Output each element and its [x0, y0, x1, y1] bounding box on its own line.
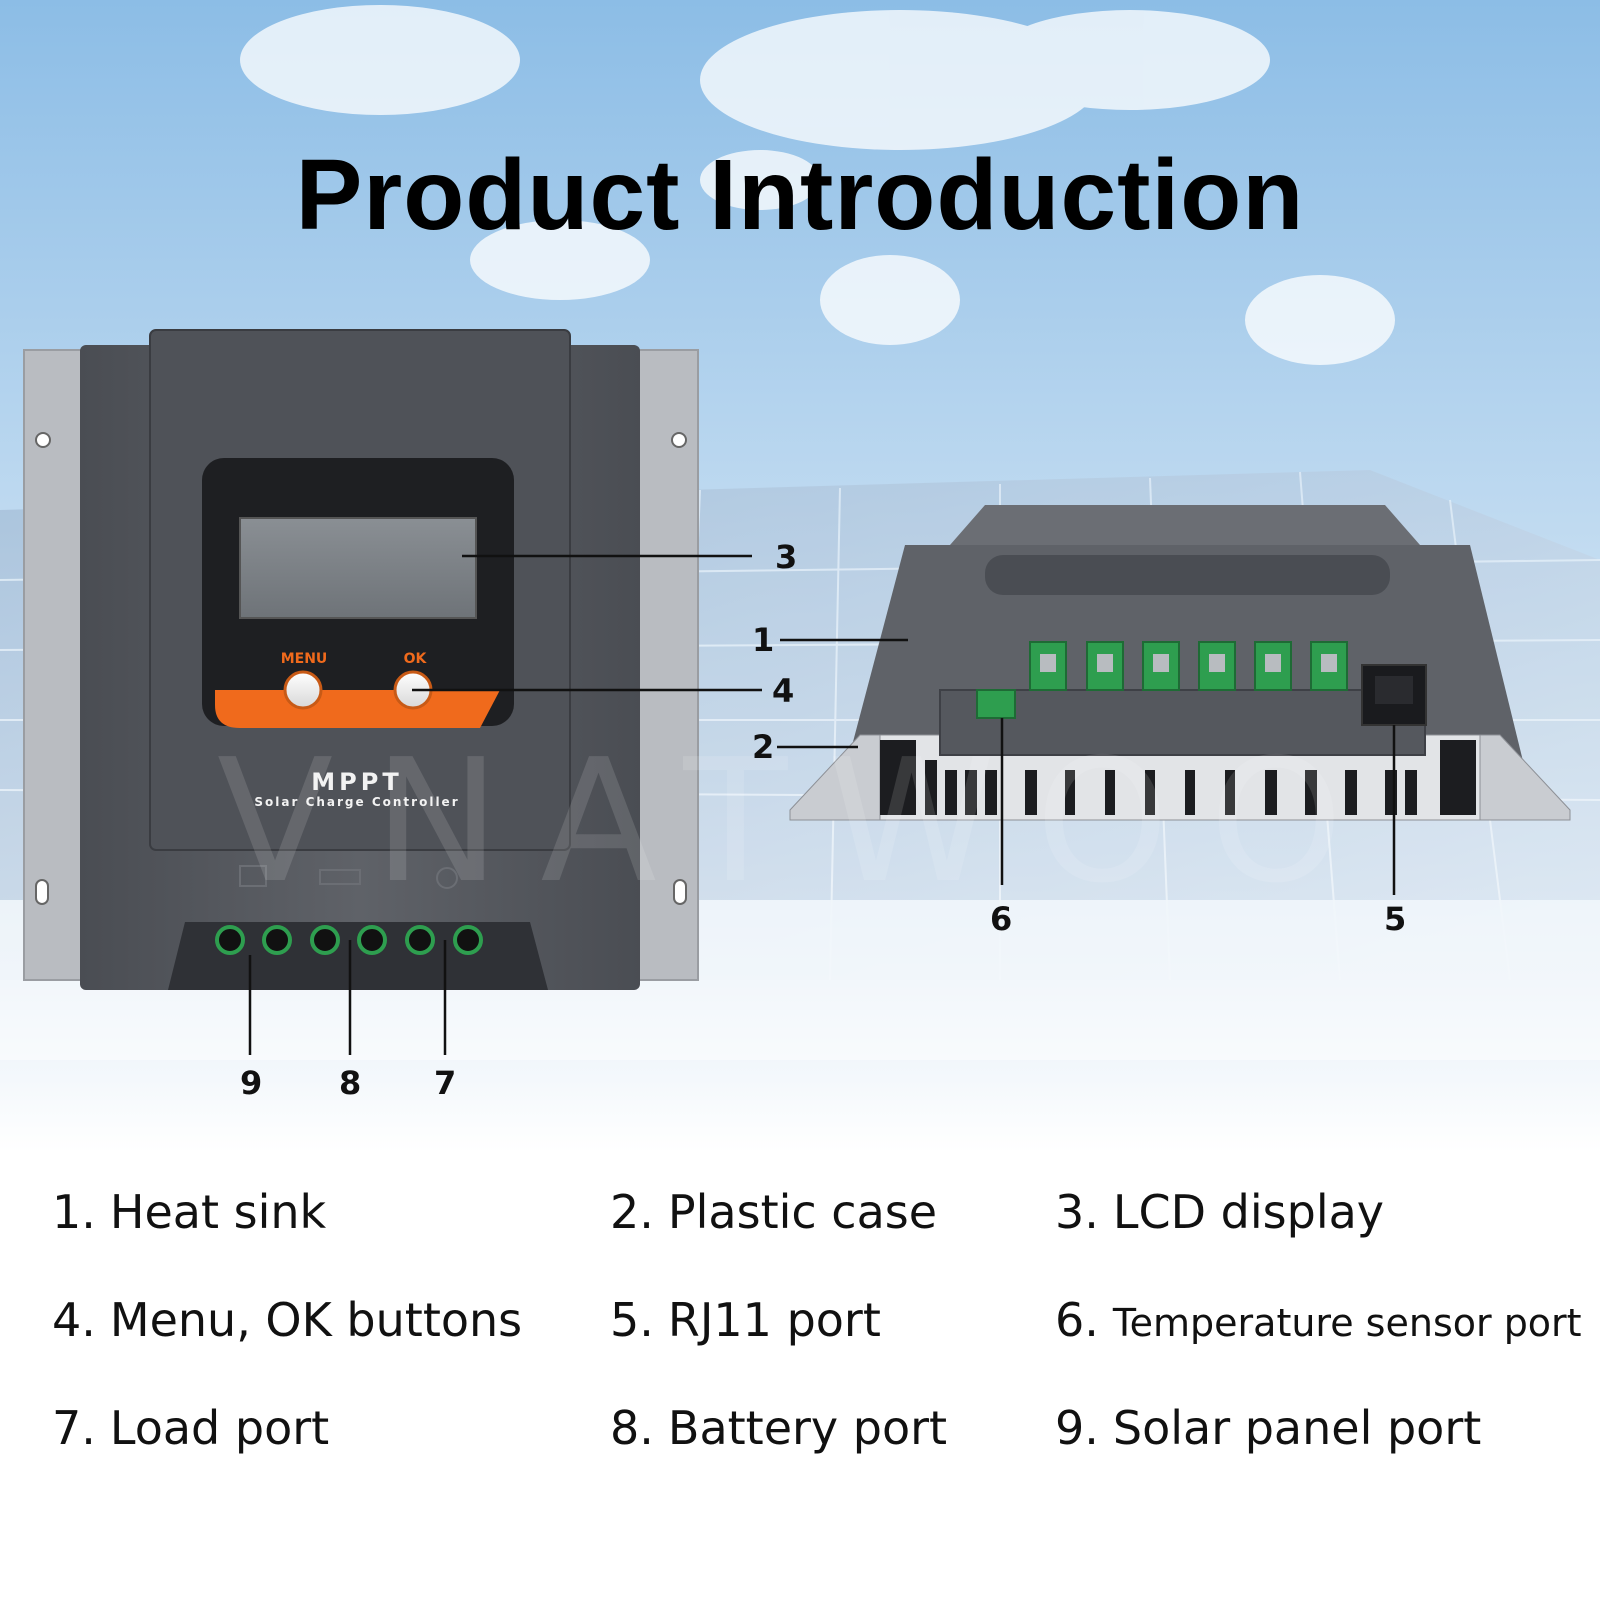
legend-number: 5. [610, 1293, 654, 1347]
temperature-sensor-port [976, 689, 1016, 719]
legend-item-8: 8.Battery port [610, 1401, 947, 1455]
callout-number-5: 5 [1384, 900, 1406, 938]
legend-number: 9. [1055, 1401, 1099, 1455]
legend-item-6: 6. Temperature sensor port [1055, 1293, 1582, 1347]
legend-number: 2. [610, 1185, 654, 1239]
clouds [240, 5, 1395, 365]
port-icons [239, 865, 458, 889]
legend-text: Battery port [667, 1401, 948, 1455]
legend-item-7: 7.Load port [52, 1401, 329, 1455]
callout-number-2: 2 [752, 728, 774, 766]
callout-number-1: 1 [752, 621, 774, 659]
legend-item-1: 1.Heat sink [52, 1185, 326, 1239]
callout-number-7: 7 [434, 1064, 456, 1102]
legend-text: Solar panel port [1112, 1401, 1482, 1455]
side-terminals [1029, 641, 1348, 691]
callout-number-3: 3 [775, 538, 797, 576]
ok-label: OK [404, 651, 428, 667]
legend-text: Heat sink [109, 1185, 327, 1239]
legend-item-9: 9.Solar panel port [1055, 1401, 1481, 1455]
parts-legend: 1.Heat sink 2.Plastic case 3.LCD display… [0, 1185, 1600, 1515]
callout-number-4: 4 [772, 672, 794, 710]
controller-subtitle: Solar Charge Controller [254, 795, 459, 809]
legend-text: Menu, OK buttons [109, 1293, 523, 1347]
lcd-screen [239, 517, 477, 619]
legend-text: Load port [109, 1401, 330, 1455]
menu-button [283, 670, 323, 710]
callout-lines [248, 554, 1396, 1055]
legend-item-5: 5.RJ11 port [610, 1293, 881, 1347]
legend-item-4: 4.Menu, OK buttons [52, 1293, 522, 1347]
legend-number: 1. [52, 1185, 96, 1239]
legend-text: Temperature sensor port [1112, 1301, 1582, 1345]
legend-text: LCD display [1112, 1185, 1385, 1239]
legend-number: 7. [52, 1401, 96, 1455]
menu-label: MENU [281, 651, 328, 667]
page-title: Product Introduction [295, 139, 1305, 251]
device-side-view [789, 505, 1571, 821]
front-terminals [215, 925, 483, 955]
side-top-cover [950, 505, 1420, 545]
legend-item-2: 2.Plastic case [610, 1185, 937, 1239]
device-front-view: MENU OK MPPT Solar Charge Controller [23, 329, 699, 990]
callout-number-8: 8 [339, 1064, 361, 1102]
watermark-text: VNATWOO [217, 723, 1383, 921]
legend-text: RJ11 port [667, 1293, 881, 1347]
callout-number-9: 9 [240, 1064, 262, 1102]
callout-number-6: 6 [990, 900, 1012, 938]
legend-number: 6. [1055, 1293, 1099, 1347]
mppt-brand-text: MPPT [311, 768, 402, 796]
legend-number: 8. [610, 1401, 654, 1455]
legend-item-3: 3.LCD display [1055, 1185, 1384, 1239]
legend-number: 3. [1055, 1185, 1099, 1239]
legend-number: 4. [52, 1293, 96, 1347]
legend-text: Plastic case [667, 1185, 938, 1239]
